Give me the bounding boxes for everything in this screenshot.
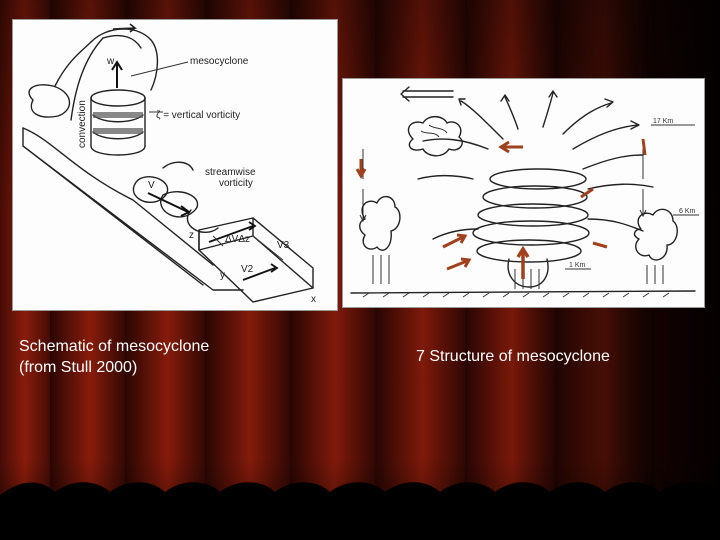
left-figure-caption: Schematic of mesocyclone (from Stull 200… bbox=[19, 336, 319, 378]
height-17km-label: 17 Km bbox=[653, 118, 673, 125]
convection-label: convection bbox=[77, 100, 88, 148]
vertical-vorticity-label: ζ = vertical vorticity bbox=[156, 110, 240, 121]
x-axis-label: x bbox=[311, 294, 316, 305]
height-1km-label: 1 Km bbox=[569, 262, 586, 269]
v-label: V bbox=[148, 180, 155, 191]
mesocyclone-schematic-figure: w mesocyclone convection ζ = vertical vo… bbox=[12, 19, 338, 311]
mesocyclone-structure-drawing: 17 Km 6 Km 1 Km bbox=[350, 86, 699, 298]
mesocyclone-label: mesocyclone bbox=[190, 56, 249, 67]
streamwise-label-line1: streamwise bbox=[205, 167, 256, 178]
z-axis-label: z bbox=[189, 230, 194, 241]
v3-label: V3 bbox=[277, 240, 290, 251]
mesocyclone-schematic-drawing: w mesocyclone convection ζ = vertical vo… bbox=[22, 23, 316, 305]
right-figure-caption: 7 Structure of mesocyclone bbox=[416, 346, 716, 367]
mesocyclone-structure-figure: 17 Km 6 Km 1 Km bbox=[342, 78, 705, 308]
shear-delta-label: ΔVΔz bbox=[225, 234, 250, 245]
inflow-arrows bbox=[355, 138, 647, 279]
height-6km-label: 6 Km bbox=[679, 208, 696, 215]
v2-label: V2 bbox=[241, 264, 254, 275]
right-caption-text: 7 Structure of mesocyclone bbox=[416, 348, 610, 365]
w-label: w bbox=[106, 56, 115, 67]
rotating-updraft-coils bbox=[472, 168, 590, 263]
left-caption-line1: Schematic of mesocyclone bbox=[19, 338, 210, 355]
streamwise-label-line2: vorticity bbox=[219, 178, 253, 189]
left-caption-line2: (from Stull 2000) bbox=[19, 359, 138, 376]
y-axis-label: y bbox=[220, 270, 225, 281]
